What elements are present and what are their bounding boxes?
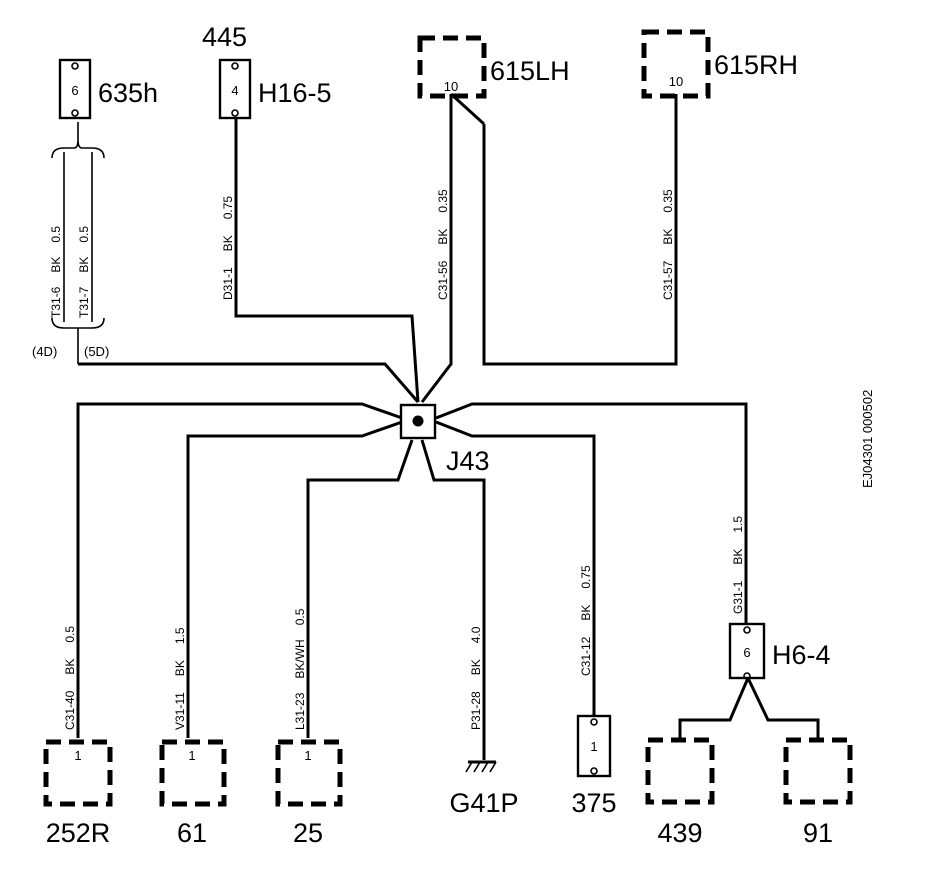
connector-label: 615LH [490, 56, 570, 86]
splice-j43[interactable]: J43 [399, 403, 490, 476]
connector-25[interactable]: 1 25 [275, 739, 343, 848]
connector-label: 61 [177, 818, 207, 848]
connector-label: 635h [98, 78, 158, 108]
pin-number: 6 [743, 645, 750, 660]
wire-label-c31-57: C31-57BK0.35 [661, 189, 675, 300]
connector-252r[interactable]: 1 252R [43, 739, 113, 848]
connector-635h[interactable]: 6 635h [58, 58, 158, 120]
wire-c31-57 [482, 94, 678, 366]
ground-icon [465, 760, 497, 773]
terminal-icon [71, 62, 79, 70]
diagram-id: EJ04301 000502 [860, 390, 875, 488]
wire-label-v31-11: V31-11BK1.5 [173, 627, 187, 730]
ground-g41p[interactable]: G41P [449, 760, 519, 818]
connector-h16-5[interactable]: 445 4 H16-5 [202, 22, 332, 120]
connector-body [576, 714, 612, 778]
wire-l31-23 [306, 439, 414, 738]
terminal-icon [743, 672, 751, 680]
wire-d31-1 [234, 118, 420, 403]
wire-label-l31-23: L31-23BK/WH0.5 [293, 608, 307, 730]
wire-label-t31-7: T31-7BK0.5 [77, 226, 91, 318]
connector-h6-4[interactable]: 6 H6-4 [728, 622, 831, 680]
terminal-icon [743, 626, 751, 634]
wire-labels: T31-6BK0.5 T31-7BK0.5 D31-1BK0.75 C31-56… [49, 189, 745, 730]
connector-615lh[interactable]: 10 615LH [417, 35, 570, 99]
connector-label: H16-5 [258, 78, 332, 108]
wire-label-c31-40: C31-40BK0.5 [63, 626, 77, 730]
bundle-brace-bottom [51, 317, 105, 329]
pin-number: 4 [231, 83, 238, 98]
terminal-icon [71, 109, 79, 117]
ground-label: G41P [449, 788, 518, 818]
connector-375[interactable]: 1 375 [571, 714, 617, 818]
wire-network [51, 92, 820, 760]
connector-label: 375 [571, 788, 616, 818]
terminal-icon [231, 62, 239, 70]
wire-label-d31-1: D31-1BK0.75 [221, 196, 235, 300]
wire-label-c31-12: C31-12BK0.75 [579, 565, 593, 676]
wire-g31-1 [435, 402, 748, 624]
wire-c31-56 [420, 94, 453, 403]
connector-body [645, 737, 715, 805]
connector-label: 91 [803, 818, 833, 848]
wire-p31-28 [420, 439, 486, 760]
connector-label: 25 [293, 818, 323, 848]
connector-91[interactable]: 91 [783, 737, 853, 848]
connector-61[interactable]: 1 61 [159, 739, 227, 848]
variant-label-left: (4D) [32, 344, 57, 359]
wire-h6-4-to-439 [678, 677, 750, 740]
splice-label: J43 [446, 446, 490, 476]
connector-body [641, 29, 711, 99]
connector-439[interactable]: 439 [645, 737, 715, 848]
wire-label-c31-56: C31-56BK0.35 [436, 189, 450, 300]
pin-number: 10 [444, 79, 458, 94]
wire-c31-12 [435, 420, 596, 716]
pin-number: 1 [188, 748, 195, 763]
pin-number: 10 [669, 74, 683, 89]
wire-c31-40 [76, 402, 403, 738]
connector-body [783, 737, 853, 805]
connector-label: 252R [46, 818, 111, 848]
wire-label-t31-6: T31-6BK0.5 [49, 226, 63, 318]
pin-number: 6 [71, 83, 78, 98]
connector-label: 439 [657, 818, 702, 848]
wire-615lh-diag [449, 92, 486, 126]
pin-number: 1 [304, 748, 311, 763]
terminal-icon [231, 109, 239, 117]
wire-label-g31-1: G31-1BK1.5 [731, 516, 745, 614]
pin-number: 1 [74, 748, 81, 763]
wire-h6-4-to-91 [746, 677, 820, 740]
connector-label: 615RH [714, 50, 798, 80]
connector-615rh[interactable]: 10 615RH [641, 29, 798, 99]
wire-v31-11 [186, 420, 403, 738]
splice-dot [412, 415, 424, 427]
wire-635h-to-j43 [78, 362, 420, 403]
terminal-icon [590, 718, 598, 726]
connector-body [275, 739, 343, 807]
connector-body [159, 739, 227, 807]
bundle-brace-top [51, 139, 105, 159]
pin-number: 1 [590, 739, 597, 754]
terminal-icon [590, 767, 598, 775]
variant-label-right: (5D) [84, 344, 109, 359]
connector-label: H6-4 [772, 640, 831, 670]
wire-label-p31-28: P31-28BK4.0 [469, 626, 483, 730]
connector-body [417, 35, 487, 99]
connector-body [43, 739, 113, 807]
connector-number: 445 [202, 22, 247, 52]
